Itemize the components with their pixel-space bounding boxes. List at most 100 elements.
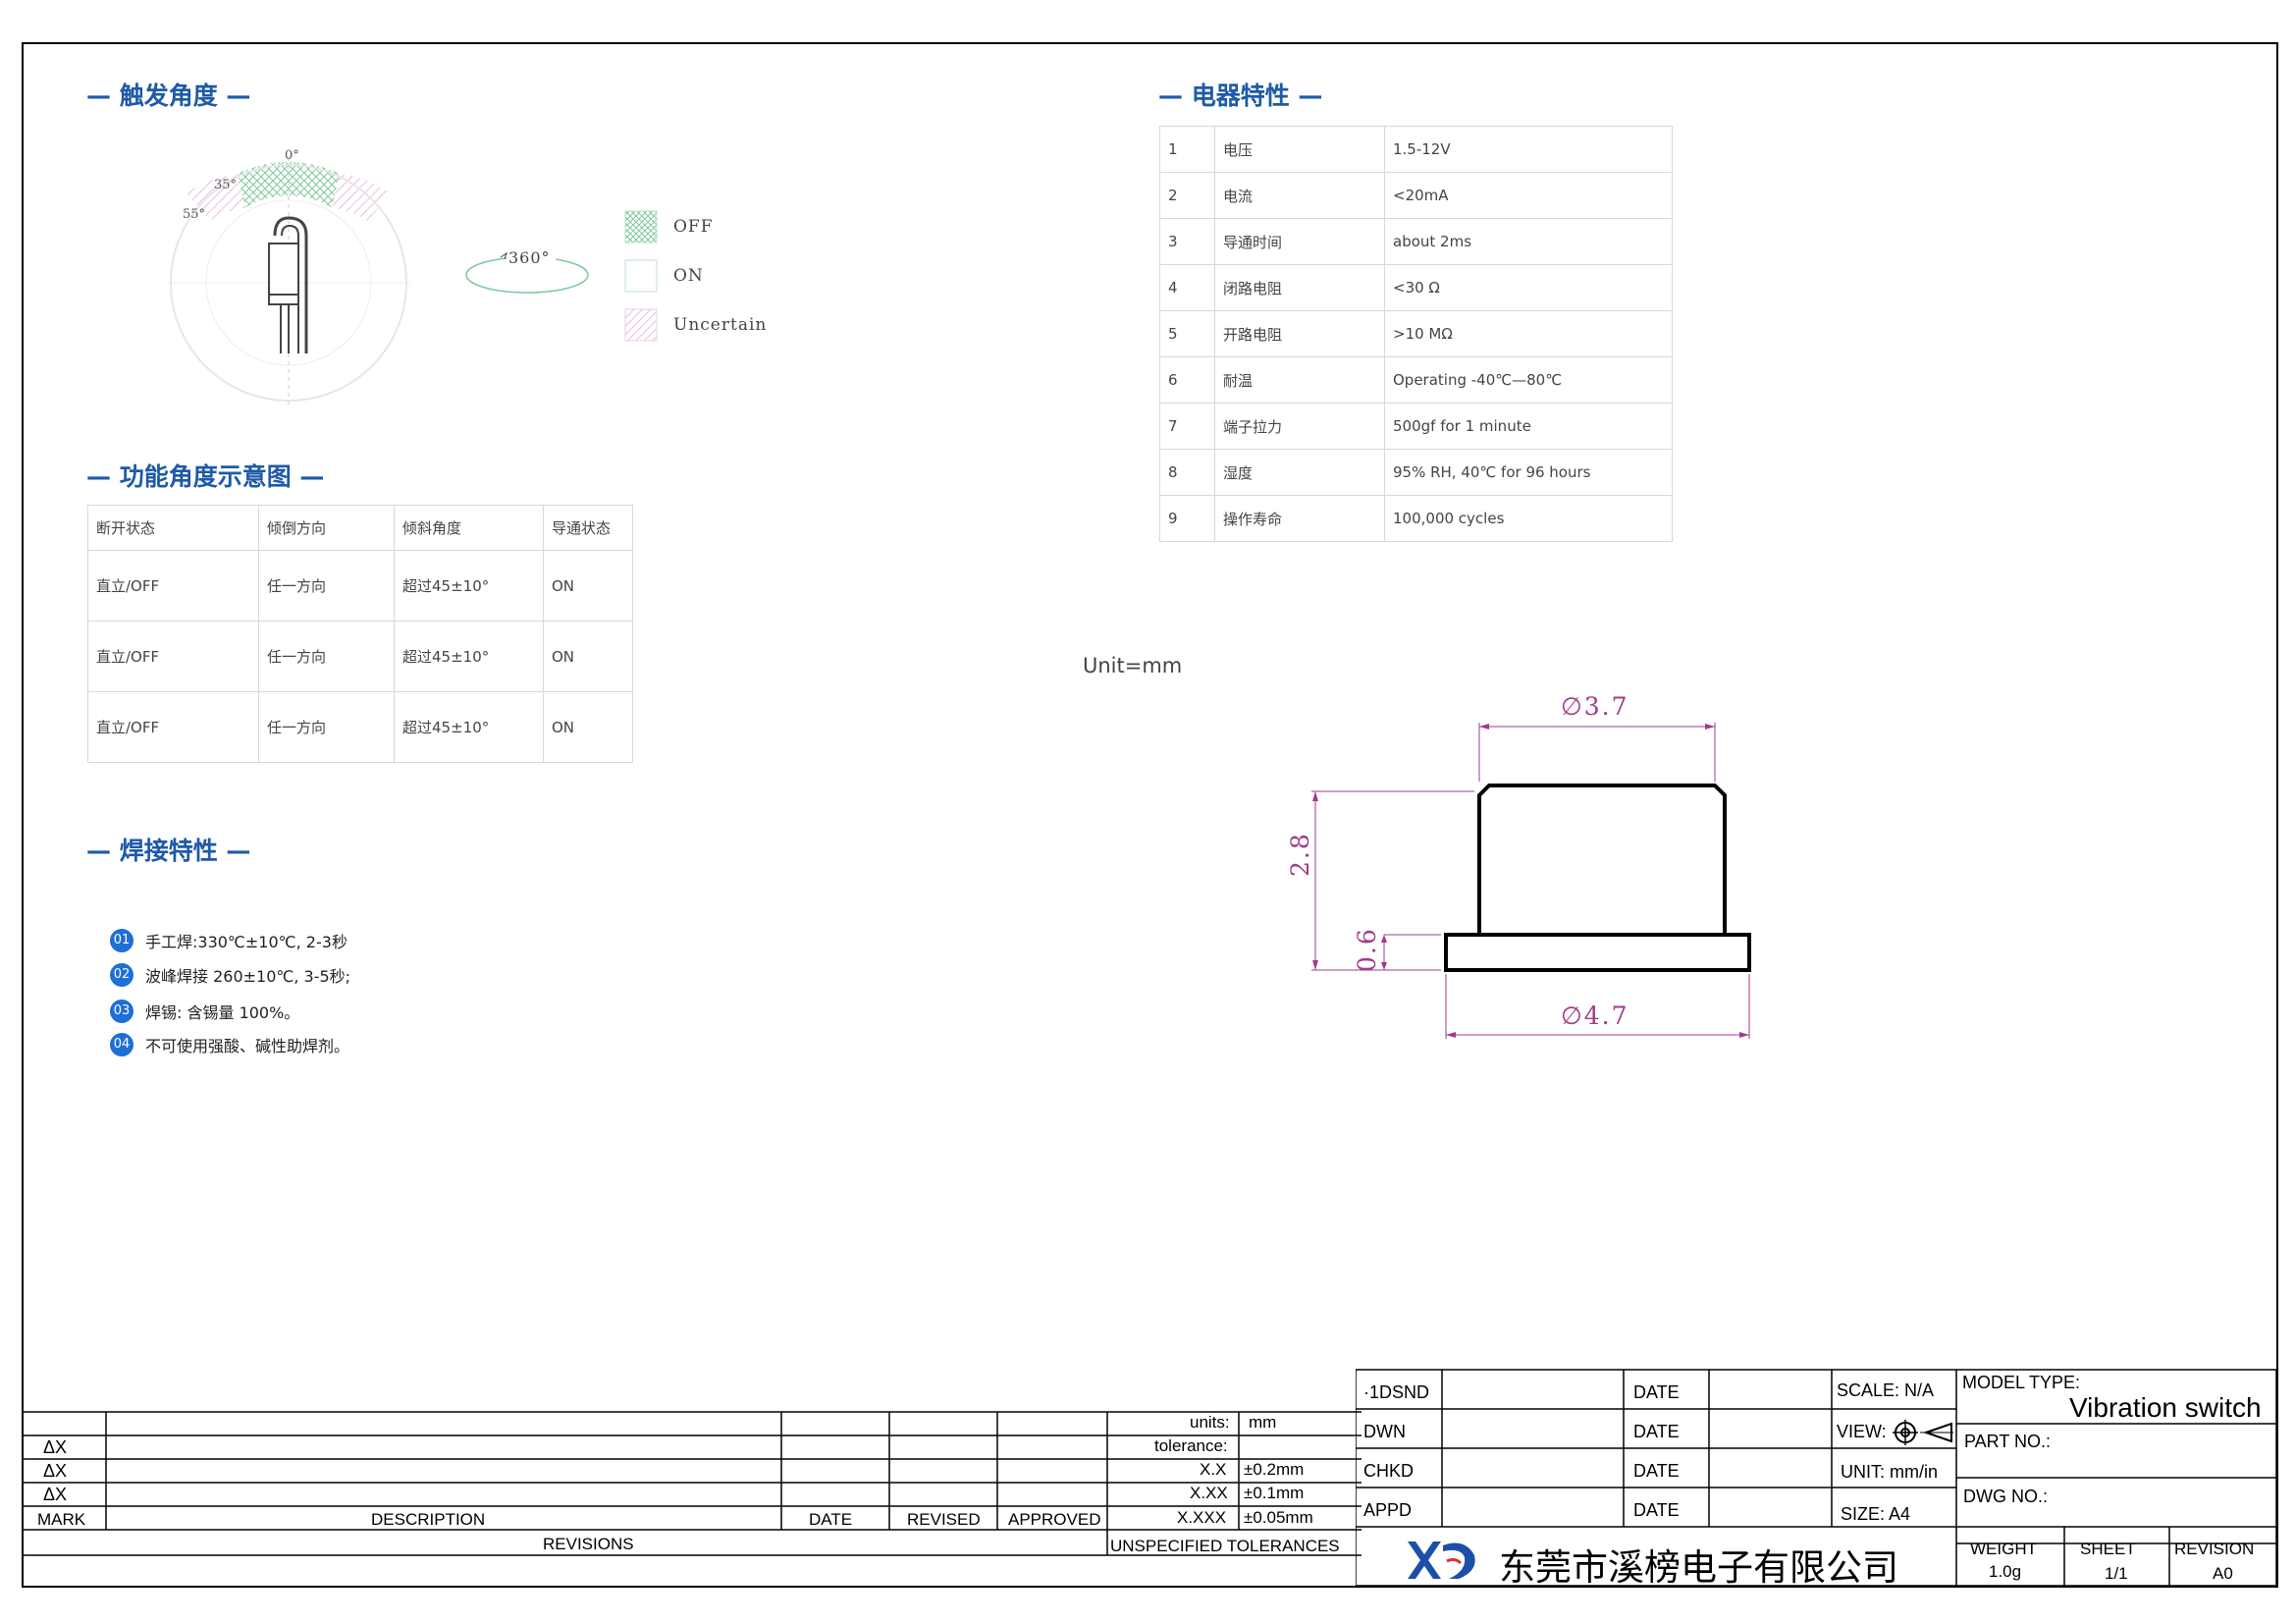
units-value: mm	[1249, 1413, 1277, 1432]
cell-name: 导通时间	[1214, 218, 1385, 265]
delta-mark-2: ΔX	[43, 1461, 68, 1481]
revision-value: A0	[2213, 1564, 2233, 1583]
rotation-360-icon: 360°	[465, 248, 589, 294]
uncertain-band-left	[186, 173, 245, 221]
cell-no: 7	[1159, 403, 1215, 450]
function-angle-table: 断开状态 倾倒方向 倾斜角度 导通状态 直立/OFF 任一方向 超过45±10°…	[87, 505, 633, 763]
cell-name: 电压	[1214, 126, 1385, 173]
cell-value: <30 Ω	[1384, 264, 1673, 311]
number-badge: 04	[110, 1033, 133, 1056]
delta-mark-3: ΔX	[43, 1485, 68, 1504]
cell-name: 操作寿命	[1214, 495, 1385, 542]
legend-swatches	[624, 210, 658, 342]
cell-value: Operating -40℃—80℃	[1384, 356, 1673, 404]
angle-label-360: 360°	[508, 248, 551, 267]
dimension-drawing	[1311, 723, 1751, 1039]
model-type-value: Vibration switch	[2069, 1392, 2262, 1423]
cell: 超过45±10°	[394, 621, 544, 692]
legend-off-swatch	[624, 210, 658, 243]
cell-name: 湿度	[1214, 449, 1385, 496]
cell-name: 耐温	[1214, 356, 1385, 404]
cell-value: 500gf for 1 minute	[1384, 403, 1673, 450]
dim-bottom-diameter: ∅4.7	[1561, 1001, 1629, 1030]
tol-value-1: ±0.2mm	[1244, 1460, 1305, 1479]
cell: ON	[543, 621, 633, 692]
angle-label-35: 35°	[214, 178, 237, 192]
sheet-value: 1/1	[2105, 1564, 2128, 1583]
cell: 直立/OFF	[87, 691, 259, 763]
chkd-label: CHKD	[1363, 1461, 1415, 1481]
company-logo-icon	[1408, 1542, 1475, 1579]
heading-electrical: — 电器特性 —	[1158, 81, 1323, 110]
cell-name: 开路电阻	[1214, 310, 1385, 357]
dim-height: 2.8	[1286, 832, 1314, 877]
size-label: SIZE: A4	[1841, 1504, 1911, 1524]
description-header: DESCRIPTION	[371, 1510, 486, 1529]
off-band	[238, 161, 340, 208]
solder-text: 不可使用强酸、碱性助焊剂。	[145, 1037, 350, 1055]
appd-label: APPD	[1363, 1500, 1413, 1520]
solder-text: 波峰焊接 260±10℃, 3-5秒;	[145, 967, 351, 986]
part-outline	[1444, 784, 1751, 972]
date-label-4: DATE	[1633, 1500, 1680, 1520]
unit-label: Unit=mm	[1083, 654, 1183, 677]
tol-value-2: ±0.1mm	[1244, 1484, 1305, 1502]
scale-label: SCALE: N/A	[1837, 1380, 1935, 1400]
solder-text: 焊锡: 含锡量 100%。	[145, 1003, 300, 1022]
view-label: VIEW:	[1837, 1422, 1887, 1441]
angle-label-55: 55°	[183, 207, 205, 222]
legend-on-label: ON	[673, 266, 704, 286]
tol-label-3: X.XXX	[1177, 1508, 1227, 1527]
weight-label: WEIGHT	[1970, 1540, 2037, 1558]
delta-mark-1: ΔX	[43, 1437, 68, 1457]
cell-value: 1.5-12V	[1384, 126, 1673, 173]
tol-label-2: X.XX	[1190, 1484, 1228, 1502]
header-cell: 导通状态	[543, 505, 633, 551]
cell-no: 6	[1159, 356, 1215, 404]
units-label: units:	[1190, 1413, 1230, 1432]
header-cell: 断开状态	[87, 505, 259, 551]
cell-no: 5	[1159, 310, 1215, 357]
revisions-grid	[22, 1411, 1362, 1556]
dwg-no-label: DWG NO.:	[1963, 1487, 2048, 1506]
cell-no: 8	[1159, 449, 1215, 496]
cell-no: 4	[1159, 264, 1215, 311]
cell: 任一方向	[258, 691, 395, 763]
date-label-3: DATE	[1633, 1461, 1680, 1481]
cell-no: 3	[1159, 218, 1215, 265]
cell: ON	[543, 691, 633, 763]
cell: 直立/OFF	[87, 621, 259, 692]
heading-function-angle: — 功能角度示意图 —	[86, 462, 325, 491]
cell-value: 95% RH, 40℃ for 96 hours	[1384, 449, 1673, 496]
unspecified-tolerances: UNSPECIFIED TOLERANCES	[1110, 1537, 1340, 1555]
date-header: DATE	[809, 1510, 853, 1529]
number-badge: 02	[110, 963, 133, 987]
tol-label-1: X.X	[1200, 1460, 1227, 1479]
date-label-2: DATE	[1633, 1422, 1680, 1441]
number-badge: 01	[110, 929, 133, 952]
cell: 任一方向	[258, 550, 395, 622]
company-name: 东莞市溪榜电子有限公司	[1499, 1546, 1898, 1589]
model-type-label: MODEL TYPE:	[1962, 1373, 2081, 1392]
cell-name: 端子拉力	[1214, 403, 1385, 450]
solder-item-4: 04 不可使用强酸、碱性助焊剂。	[110, 1033, 349, 1056]
cell: 直立/OFF	[87, 550, 259, 622]
tol-value-3: ±0.05mm	[1244, 1508, 1313, 1527]
part-no-label: PART NO.:	[1964, 1432, 2052, 1451]
table-row: 直立/OFF 任一方向 超过45±10° ON	[87, 621, 633, 692]
cell: 任一方向	[258, 621, 395, 692]
cell: 超过45±10°	[394, 550, 544, 622]
revision-label: REVISION	[2174, 1540, 2255, 1558]
solder-item-2: 02 波峰焊接 260±10℃, 3-5秒;	[110, 963, 350, 987]
tolerance-label: tolerance:	[1154, 1436, 1228, 1455]
table-row: 直立/OFF 任一方向 超过45±10° ON	[87, 550, 633, 622]
header-cell: 倾斜角度	[394, 505, 544, 551]
angle-label-0: 0°	[285, 148, 299, 163]
legend-on-swatch	[624, 259, 658, 293]
